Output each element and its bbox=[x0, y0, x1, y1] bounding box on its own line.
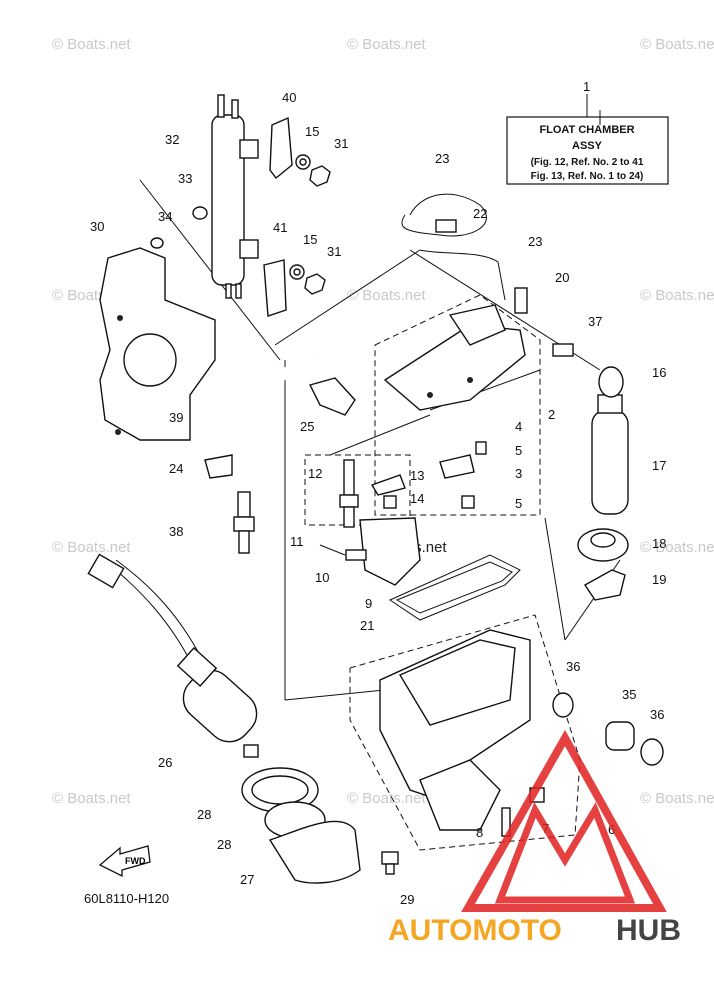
label-27: 27 bbox=[240, 872, 254, 887]
watermark-text: © Boats.net bbox=[52, 539, 131, 556]
label-5b: 5 bbox=[515, 496, 522, 511]
label-21: 21 bbox=[360, 618, 374, 633]
part-2-cover bbox=[383, 304, 526, 411]
label-23a: 23 bbox=[435, 151, 449, 166]
callout-line1: FLOAT CHAMBER bbox=[539, 124, 634, 136]
brand-text-primary: AUTOMOTO bbox=[388, 914, 562, 947]
label-30: 30 bbox=[90, 219, 104, 234]
fwd-arrow: FWD bbox=[98, 845, 151, 878]
label-23b: 23 bbox=[528, 234, 542, 249]
callout-box bbox=[506, 116, 669, 185]
watermark-text: © Boats.net bbox=[640, 36, 714, 53]
part-25-clamp bbox=[308, 377, 356, 416]
label-38: 38 bbox=[169, 524, 183, 539]
watermark-text: © Boats.net bbox=[347, 287, 426, 304]
label-11: 11 bbox=[290, 534, 304, 549]
part-27-holder bbox=[268, 820, 361, 884]
watermark-text: © Boats.net bbox=[52, 36, 131, 53]
label-2: 2 bbox=[548, 407, 555, 422]
label-36b: 36 bbox=[650, 707, 664, 722]
callout-numbers: 1 2 3 4 5 5 6 7 8 9 10 11 12 13 14 15 15… bbox=[90, 79, 666, 907]
label-35: 35 bbox=[622, 687, 636, 702]
label-34: 34 bbox=[158, 209, 172, 224]
label-15a: 15 bbox=[305, 124, 319, 139]
watermarks: © Boats.net © Boats.net © Boats.net © Bo… bbox=[52, 36, 714, 807]
label-25: 25 bbox=[300, 419, 314, 434]
watermark-text: © Boats.net bbox=[52, 790, 131, 807]
callout-line3: (Fig. 12, Ref. No. 2 to 41 bbox=[531, 157, 644, 168]
part-29-bolt bbox=[381, 851, 399, 875]
part-26-pump bbox=[87, 553, 259, 758]
label-5a: 5 bbox=[515, 443, 522, 458]
part-9-float bbox=[319, 517, 421, 586]
part-17-pump bbox=[591, 394, 629, 515]
label-14: 14 bbox=[410, 491, 424, 506]
label-28b: 28 bbox=[217, 837, 231, 852]
part-24-clip bbox=[204, 454, 233, 479]
label-15b: 15 bbox=[303, 232, 317, 247]
label-39: 39 bbox=[169, 410, 183, 425]
label-28a: 28 bbox=[197, 807, 211, 822]
screws bbox=[514, 287, 574, 357]
label-22: 22 bbox=[473, 206, 487, 221]
watermark-text: © Boats.net bbox=[640, 790, 714, 807]
label-20: 20 bbox=[555, 270, 569, 285]
small-hardware bbox=[339, 441, 487, 528]
part-23-hoses bbox=[401, 193, 506, 301]
watermark-text: © Boats.net bbox=[640, 287, 714, 304]
label-41: 41 bbox=[273, 220, 287, 235]
label-19: 19 bbox=[652, 572, 666, 587]
diagram-code: 60L8110-H120 bbox=[84, 891, 169, 906]
label-17: 17 bbox=[652, 458, 666, 473]
label-31b: 31 bbox=[327, 244, 341, 259]
label-4: 4 bbox=[515, 419, 522, 434]
label-36a: 36 bbox=[566, 659, 580, 674]
callout-line4: Fig. 13, Ref. No. 1 to 24) bbox=[531, 171, 644, 182]
label-33: 33 bbox=[178, 171, 192, 186]
label-32: 32 bbox=[165, 132, 179, 147]
label-8: 8 bbox=[476, 825, 483, 840]
parts-35-36 bbox=[552, 692, 664, 766]
label-26: 26 bbox=[158, 755, 172, 770]
label-13: 13 bbox=[410, 468, 424, 483]
part-19-grommet bbox=[583, 569, 626, 601]
part-30-bracket-plate bbox=[99, 247, 216, 441]
watermark-text: © Boats.net bbox=[347, 790, 426, 807]
float-chamber-callout: FLOAT CHAMBER ASSY (Fig. 12, Ref. No. 2 … bbox=[506, 94, 669, 185]
watermark-text: © Boats.net bbox=[640, 539, 714, 556]
part-21-gasket bbox=[388, 554, 521, 621]
callout-line2: ASSY bbox=[572, 140, 603, 152]
part-40-bracket bbox=[269, 116, 293, 180]
label-1: 1 bbox=[583, 79, 590, 94]
part-38-fitting bbox=[233, 491, 255, 554]
label-18: 18 bbox=[652, 536, 666, 551]
washers-nuts bbox=[150, 154, 331, 295]
brand-text-secondary: HUB bbox=[616, 914, 681, 947]
label-29: 29 bbox=[400, 892, 414, 907]
part-28-rings bbox=[241, 767, 326, 839]
label-24: 24 bbox=[169, 461, 183, 476]
label-16: 16 bbox=[652, 365, 666, 380]
label-3: 3 bbox=[515, 466, 522, 481]
label-9: 9 bbox=[365, 596, 372, 611]
label-40: 40 bbox=[282, 90, 296, 105]
fwd-label: FWD bbox=[125, 856, 146, 866]
label-37: 37 bbox=[588, 314, 602, 329]
part-39-hose bbox=[239, 350, 321, 480]
part-18-holder bbox=[577, 528, 629, 562]
label-31a: 31 bbox=[334, 136, 348, 151]
watermark-text: © Boats.net bbox=[347, 36, 426, 53]
label-12: 12 bbox=[308, 466, 322, 481]
part-16-filter bbox=[598, 366, 624, 398]
part-41-bracket bbox=[263, 259, 287, 317]
label-10: 10 bbox=[315, 570, 329, 585]
part-32-canister bbox=[211, 94, 259, 299]
brand-logo: AUTOMOTO HUB bbox=[388, 729, 681, 947]
part-6-chamber bbox=[379, 629, 531, 831]
